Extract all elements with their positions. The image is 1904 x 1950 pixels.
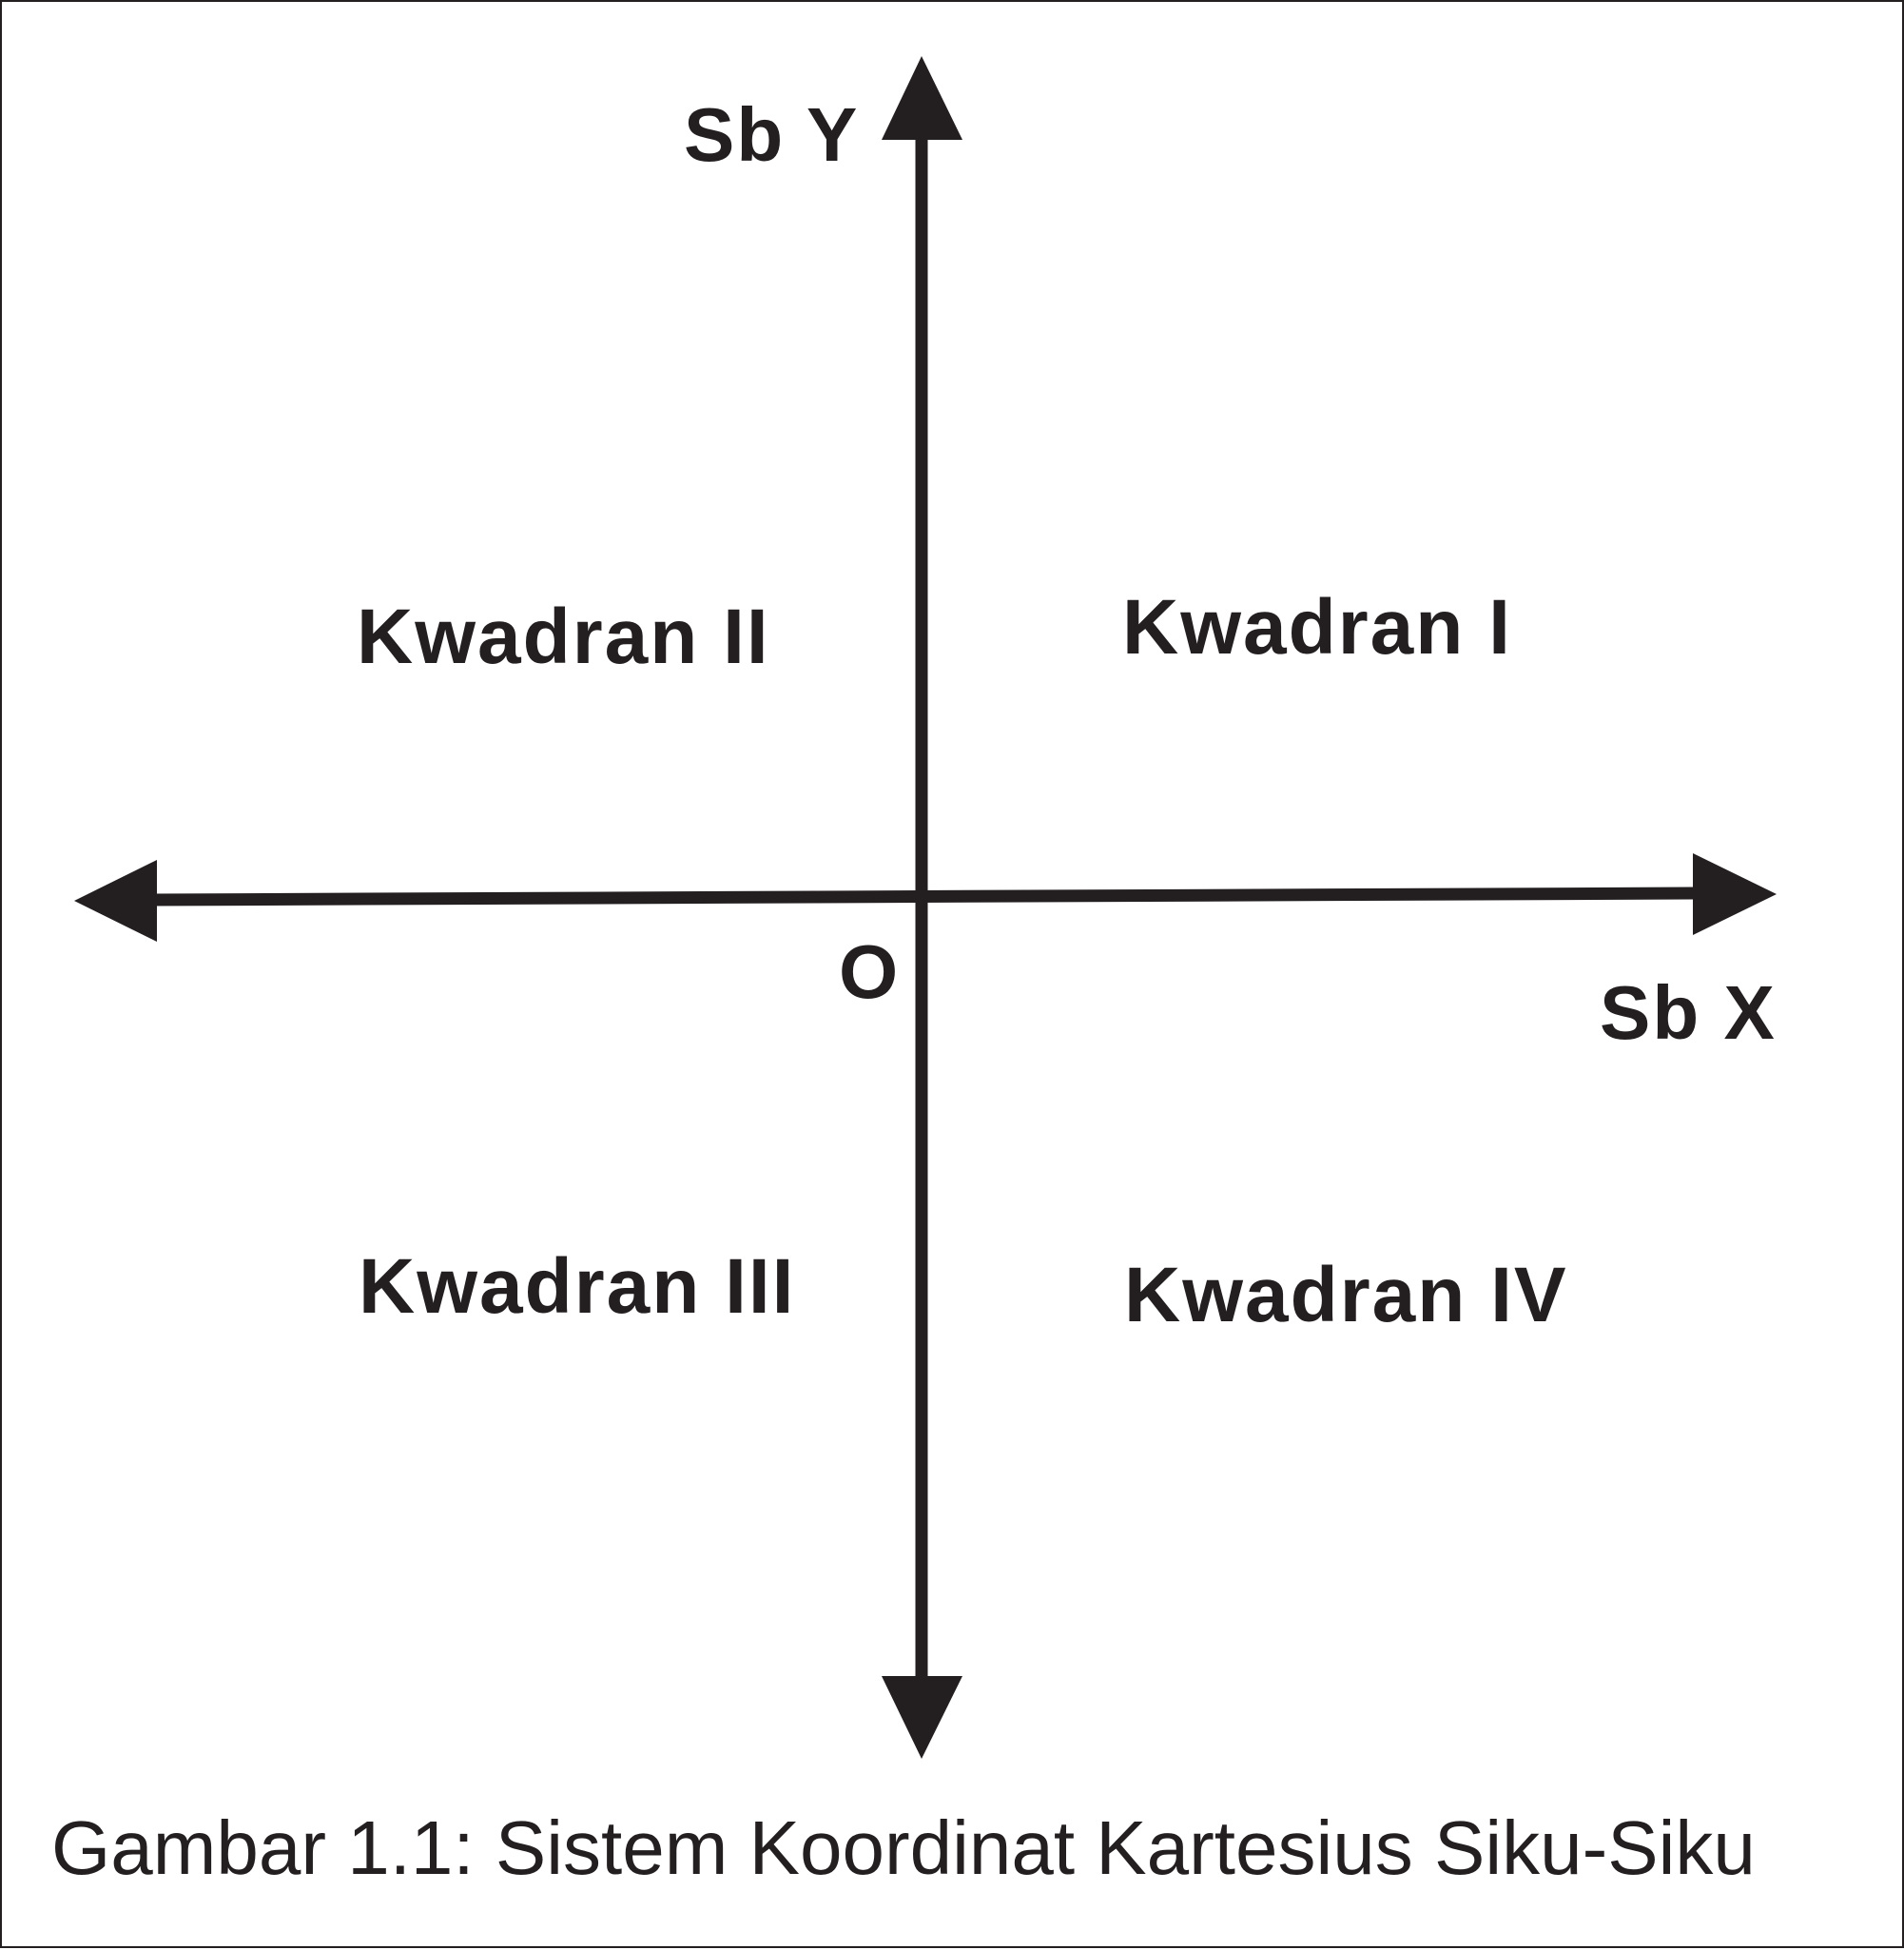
quadrant-4-label: Kwadran IV xyxy=(1124,1252,1568,1338)
quadrant-2-label: Kwadran II xyxy=(357,594,770,680)
x-axis-line xyxy=(148,887,1700,907)
quadrant-3-label: Kwadran III xyxy=(359,1243,795,1330)
x-axis-arrow-right xyxy=(1693,853,1777,935)
y-axis-arrow-up xyxy=(882,56,962,140)
x-axis-arrow-left xyxy=(74,860,157,942)
y-axis-label: Sb Y xyxy=(684,92,859,177)
quadrant-1-label: Kwadran I xyxy=(1122,584,1512,671)
figure-caption: Gambar 1.1: Sistem Koordinat Kartesius S… xyxy=(51,1805,1756,1890)
y-axis-arrow-down xyxy=(882,1676,962,1759)
x-axis-label: Sb X xyxy=(1600,970,1777,1055)
origin-label: O xyxy=(839,929,900,1014)
